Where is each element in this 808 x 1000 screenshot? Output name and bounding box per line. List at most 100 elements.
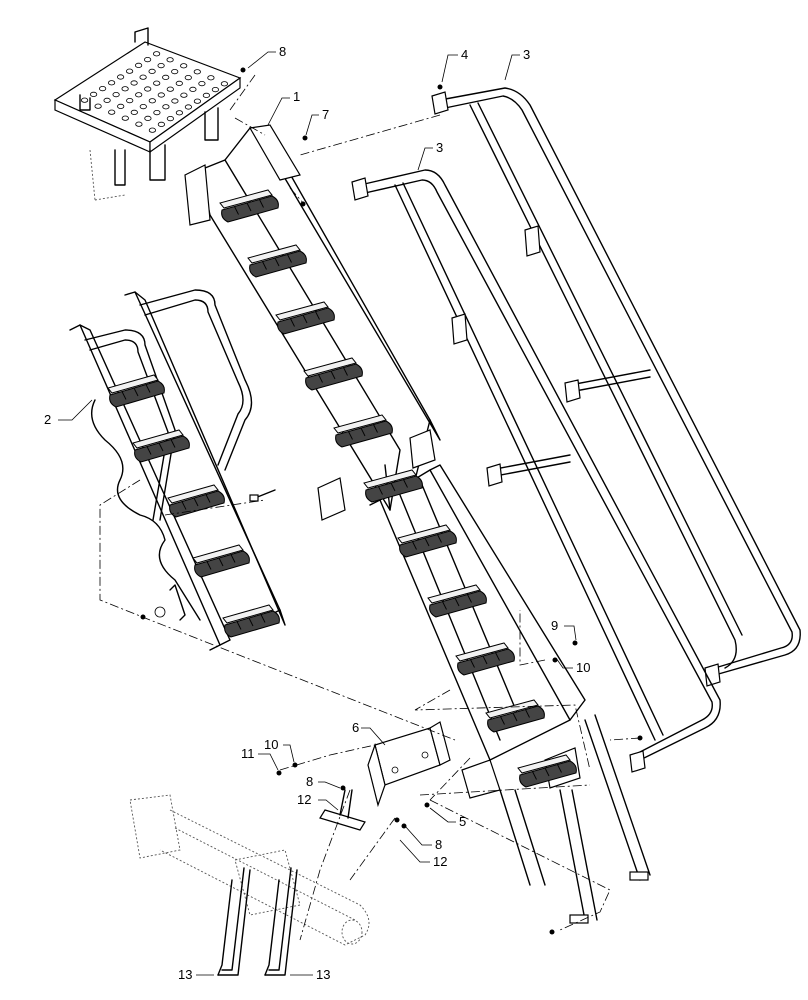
grate-hole	[171, 98, 179, 104]
grate-hole	[171, 69, 179, 75]
grate-hole	[211, 87, 219, 93]
grate-hole	[135, 62, 143, 69]
grate-hole	[117, 74, 125, 80]
stair-tread	[363, 469, 423, 503]
callout-13-right: 13	[316, 967, 330, 982]
grate-hole	[90, 91, 98, 98]
callout-4: 4	[461, 47, 468, 62]
main-stair-treads	[219, 189, 577, 788]
grate-hole	[180, 63, 188, 69]
grate-hole	[166, 57, 174, 63]
callout-8-bracket: 8	[306, 774, 313, 789]
callout-8-top: 8	[279, 44, 286, 59]
grate-hole	[108, 109, 116, 115]
callout-3-outer-handrail: 3	[523, 47, 530, 62]
fasteners	[140, 67, 643, 935]
grate-hole	[148, 98, 156, 104]
stair-tread	[303, 357, 363, 391]
grate-hole	[144, 86, 152, 92]
grate-hole	[193, 69, 201, 75]
grate-hole	[184, 104, 192, 110]
callout-6: 6	[352, 720, 359, 735]
grate-hole	[144, 56, 152, 63]
grate-hole	[112, 92, 120, 98]
grate-hole	[153, 51, 161, 57]
callout-10-bracket: 10	[264, 737, 278, 752]
stair-tread	[275, 301, 335, 335]
grate-hole	[180, 92, 188, 98]
callout-10-right: 10	[576, 660, 590, 675]
stair-tread	[192, 544, 250, 578]
stair-tread	[427, 584, 487, 618]
callout-13-left: 13	[178, 967, 192, 982]
grate-hole	[139, 104, 147, 110]
grate-hole	[166, 116, 174, 122]
grate-hole	[126, 98, 134, 104]
handrail-inner	[351, 169, 721, 773]
grate-hole	[135, 121, 143, 127]
grate-hole	[207, 75, 215, 81]
grate-hole	[193, 98, 201, 104]
grate-hole	[130, 80, 138, 86]
stair-tread	[333, 414, 393, 448]
stair-tread	[455, 642, 515, 676]
handrail-outer	[431, 87, 801, 687]
grate-hole	[157, 92, 165, 98]
grate-hole	[162, 74, 170, 81]
callout-12-bracket: 12	[297, 792, 311, 807]
grate-hole	[121, 86, 129, 92]
stair-tread	[247, 244, 307, 278]
grate-hole	[175, 110, 183, 116]
callout-2: 2	[44, 412, 51, 427]
grate-hole	[148, 127, 156, 133]
mounting-bracket	[319, 721, 451, 831]
grate-hole	[135, 92, 143, 98]
stair-tread	[107, 374, 165, 408]
stair-tread	[397, 524, 457, 558]
grate-hole	[81, 97, 89, 103]
grate-hole	[144, 115, 152, 122]
grate-hole	[184, 75, 192, 81]
grate-hole	[153, 80, 161, 86]
callout-11: 11	[241, 746, 255, 761]
grate-hole	[148, 68, 156, 75]
grate-hole	[94, 103, 102, 109]
stair-tread	[132, 429, 190, 463]
callout-1: 1	[293, 89, 300, 104]
grate-hole	[108, 80, 116, 86]
callout-8-lower: 8	[435, 837, 442, 852]
callout-labels: 1 2 3 3 4 5 6 7 8 8 8 9 10 10 11 12 12 1…	[44, 44, 590, 982]
main-stair-assembly	[184, 124, 651, 924]
grate-hole	[162, 104, 170, 110]
grate-hole	[189, 86, 197, 93]
grate-hole	[130, 109, 138, 116]
stair-tread	[167, 484, 225, 518]
grate-hole	[166, 86, 174, 92]
grate-hole	[220, 81, 228, 87]
grate-hole	[153, 110, 161, 116]
grate-hole	[126, 68, 134, 74]
grate-hole	[157, 62, 165, 69]
grate-hole	[157, 121, 165, 128]
grate-hole	[121, 115, 129, 121]
callout-5: 5	[459, 814, 466, 829]
grate-hole	[99, 86, 107, 92]
u-bolts	[217, 867, 298, 976]
stair-tread	[517, 754, 577, 788]
platform-grate	[53, 27, 242, 201]
grate-holes	[81, 51, 228, 133]
side-ladder-assembly	[69, 289, 286, 651]
grate-hole	[117, 103, 125, 110]
grate-hole	[202, 92, 210, 99]
stair-tread	[219, 189, 279, 223]
callout-3-inner-handrail: 3	[436, 140, 443, 155]
stair-tread	[222, 604, 280, 638]
stair-tread	[485, 699, 545, 733]
callout-12-lower: 12	[433, 854, 447, 869]
callout-9: 9	[551, 618, 558, 633]
grate-hole	[139, 74, 147, 80]
grate-hole	[103, 97, 111, 104]
grate-hole	[175, 80, 183, 87]
callout-7: 7	[322, 107, 329, 122]
